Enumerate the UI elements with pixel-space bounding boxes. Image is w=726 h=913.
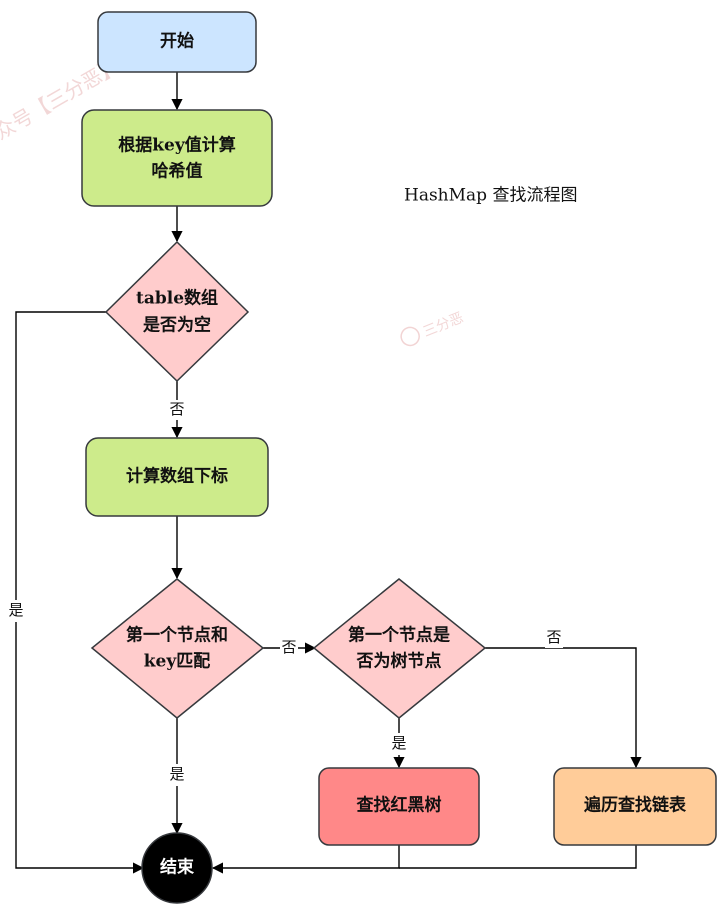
hash-node: 根据key值计算 哈希值: [81, 109, 273, 207]
edge-label-first-match-no: 否: [281, 638, 296, 656]
svg-text:遍历查找链表: 遍历查找链表: [583, 795, 687, 816]
svg-text:开始: 开始: [160, 31, 194, 52]
svg-text:结束: 结束: [160, 857, 194, 878]
edge-label-first-match-yes: 是: [169, 765, 184, 783]
svg-text:否为树节点: 否为树节点: [356, 651, 442, 672]
svg-text:第一个节点是: 第一个节点是: [348, 625, 450, 646]
svg-text:是否为空: 是否为空: [143, 315, 211, 336]
svg-text:第一个节点和: 第一个节点和: [126, 625, 228, 646]
edge-label-is-tree-yes: 是: [391, 734, 406, 752]
svg-text:三分恶: 三分恶: [421, 310, 466, 341]
is-tree-decision: 第一个节点是 否为树节点: [312, 578, 487, 719]
edge-labels: 否 是 否 是 是 否: [7, 400, 563, 786]
edge-is-tree-to-linked-list: [485, 647, 642, 769]
edge-label-is-tree-no: 否: [546, 628, 561, 646]
edges: [15, 72, 642, 874]
linked-list-node: 遍历查找链表: [553, 767, 717, 846]
edge-table-empty-yes-to-end: [15, 311, 145, 874]
center-watermark: 三分恶: [400, 310, 466, 347]
svg-text:哈希值: 哈希值: [152, 161, 203, 182]
svg-text:查找红黑树: 查找红黑树: [356, 795, 442, 816]
svg-text:计算数组下标: 计算数组下标: [126, 466, 228, 487]
edge-label-table-empty-yes: 是: [8, 601, 23, 619]
svg-text:key匹配: key匹配: [144, 652, 210, 672]
red-black-tree-node: 查找红黑树: [318, 767, 480, 846]
end-node: 结束: [141, 832, 213, 904]
first-match-decision: 第一个节点和 key匹配: [90, 578, 265, 719]
edge-red-tree-to-end: [211, 845, 400, 874]
svg-text:根据key值计算: 根据key值计算: [118, 135, 235, 156]
chat-bubble-icon: [400, 326, 420, 347]
edge-label-table-empty-no: 否: [169, 400, 184, 418]
index-node: 计算数组下标: [85, 437, 269, 517]
edge-linked-list-to-end: [399, 845, 637, 869]
table-empty-decision: table数组 是否为空: [104, 240, 250, 383]
start-node: 开始: [97, 11, 257, 73]
svg-text:table数组: table数组: [136, 288, 218, 309]
diagram-title: HashMap 查找流程图: [404, 186, 577, 206]
